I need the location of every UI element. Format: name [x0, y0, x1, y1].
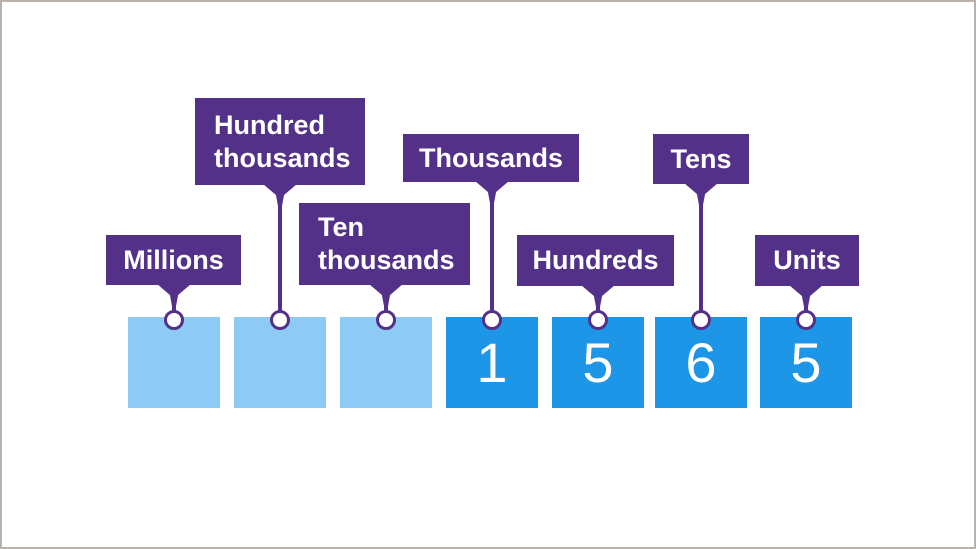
connector-tail-hundred-thousands [263, 184, 297, 206]
connector-tail-ten-thousands [369, 284, 403, 306]
label-hundreds: Hundreds [517, 235, 674, 286]
connector-node-hundred-thousands [270, 310, 290, 330]
label-hundred-thousands-text: Hundred thousands [214, 109, 351, 173]
label-ten-thousands: Ten thousands [299, 203, 470, 285]
label-ten-thousands-text: Ten thousands [318, 212, 455, 275]
square-ten-thousands [340, 317, 432, 408]
connector-node-ten-thousands [376, 310, 396, 330]
connector-tail-units [789, 285, 823, 307]
connector-tail-hundreds [581, 285, 615, 307]
square-thousands: 1 [446, 317, 538, 408]
label-tens: Tens [653, 134, 749, 184]
label-millions: Millions [106, 235, 241, 285]
label-hundred-thousands: Hundred thousands [195, 98, 365, 185]
connector-node-tens [691, 310, 711, 330]
connector-node-units [796, 310, 816, 330]
connector-tail-thousands [475, 181, 509, 203]
label-thousands-text: Thousands [418, 142, 563, 173]
square-hundreds: 5 [552, 317, 644, 408]
label-millions-text: Millions [123, 244, 224, 275]
label-hundreds-text: Hundreds [532, 245, 659, 275]
square-tens: 6 [655, 317, 747, 408]
square-units: 5 [760, 317, 852, 408]
square-millions [128, 317, 220, 408]
connector-line-tens [699, 184, 703, 320]
connector-tail-tens [684, 183, 718, 205]
label-units: Units [755, 235, 859, 286]
label-thousands: Thousands [403, 134, 579, 182]
connector-tail-millions [157, 284, 191, 306]
connector-node-thousands [482, 310, 502, 330]
label-units-text: Units [773, 245, 841, 275]
connector-node-hundreds [588, 310, 608, 330]
connector-line-hundred-thousands [278, 185, 282, 320]
label-tens-text: Tens [670, 143, 732, 174]
square-hundred-thousands [234, 317, 326, 408]
connector-node-millions [164, 310, 184, 330]
connector-line-thousands [490, 182, 494, 320]
